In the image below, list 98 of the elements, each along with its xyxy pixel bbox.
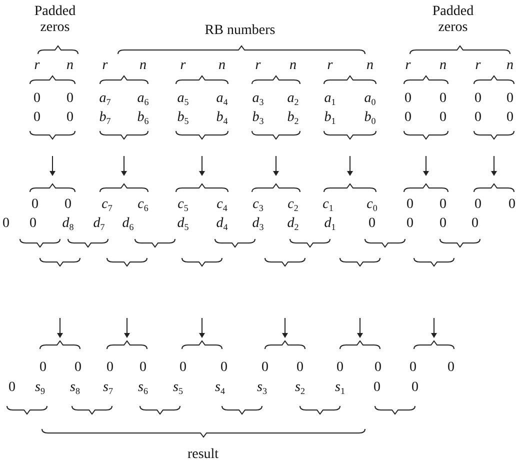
symbol-label: 0: [296, 360, 304, 376]
symbol-label: 0: [440, 110, 446, 126]
symbol-label: 0: [66, 91, 74, 107]
symbol-label: 0: [474, 91, 482, 107]
symbol-label: c$_{4}$: [216, 197, 228, 213]
symbol-label: b$_{3}$: [252, 110, 264, 126]
symbol-label: c$_{2}$: [288, 197, 298, 213]
symbol-label: r: [34, 58, 40, 74]
symbol-label: d$_{8}$: [62, 216, 74, 232]
group-caption: Padded zeros: [431, 4, 475, 36]
symbol-label: b$_{1}$: [324, 110, 336, 126]
symbol-label: 0: [140, 360, 146, 376]
symbol-label: 0: [336, 360, 344, 376]
symbol-label: 0: [74, 360, 82, 376]
symbol-label: 0: [180, 360, 186, 376]
symbol-label: a$_{5}$: [177, 91, 189, 107]
symbol-label: c$_{5}$: [178, 197, 188, 213]
symbol-label: a$_{4}$: [216, 91, 228, 107]
symbol-label: 0: [66, 110, 74, 126]
symbol-label: 0: [404, 91, 412, 107]
symbol-label: 0: [220, 360, 228, 376]
symbol-label: 0: [474, 197, 482, 213]
symbol-label: 0: [64, 197, 72, 213]
symbol-label: 0: [374, 380, 380, 396]
symbol-label: 0: [40, 360, 46, 376]
symbol-label: 0: [34, 110, 40, 126]
group-caption: Padded zeros: [33, 4, 77, 36]
symbol-label: r: [255, 58, 261, 74]
symbol-label: c$_{3}$: [252, 197, 264, 213]
symbol-label: 0: [410, 360, 416, 376]
symbol-label: r: [102, 58, 108, 74]
group-caption: RB numbers: [204, 23, 276, 39]
symbol-label: a$_{0}$: [364, 91, 376, 107]
symbol-label: 0: [406, 197, 414, 213]
symbol-label: 0: [404, 110, 412, 126]
symbol-label: d$_{1}$: [324, 216, 336, 232]
symbol-label: a$_{6}$: [137, 91, 149, 107]
symbol-label: b$_{6}$: [137, 110, 149, 126]
symbol-label: b$_{2}$: [287, 110, 299, 126]
symbol-label: 0: [30, 216, 36, 232]
symbol-label: 0: [440, 197, 446, 213]
symbol-label: s$_{1}$: [335, 380, 345, 396]
symbol-label: 0: [440, 91, 446, 107]
symbol-label: s$_{6}$: [138, 380, 148, 396]
group-caption: result: [187, 447, 219, 463]
symbol-label: d$_{4}$: [216, 216, 228, 232]
symbol-label: s$_{2}$: [295, 380, 305, 396]
symbol-label: n: [440, 58, 446, 74]
symbol-label: 0: [406, 216, 414, 232]
symbol-label: n: [218, 58, 226, 74]
symbol-label: c$_{7}$: [102, 197, 112, 213]
symbol-label: 0: [448, 360, 454, 376]
symbol-label: 0: [472, 216, 478, 232]
symbol-label: b$_{5}$: [177, 110, 189, 126]
symbol-label: c$_{1}$: [322, 197, 334, 213]
symbol-label: a$_{3}$: [252, 91, 264, 107]
symbol-label: 0: [8, 380, 16, 396]
symbol-label: b$_{7}$: [99, 110, 111, 126]
symbol-label: s$_{3}$: [257, 380, 267, 396]
symbol-label: a$_{2}$: [287, 91, 299, 107]
symbol-label: 0: [412, 380, 418, 396]
symbol-label: 0: [506, 110, 514, 126]
symbol-label: n: [290, 58, 296, 74]
symbol-label: 0: [508, 197, 516, 213]
symbol-label: d$_{6}$: [122, 216, 134, 232]
symbol-label: d$_{2}$: [287, 216, 299, 232]
symbol-label: a$_{1}$: [324, 91, 336, 107]
symbol-label: 0: [474, 110, 482, 126]
symbol-label: s$_{5}$: [173, 380, 183, 396]
symbol-label: r: [180, 58, 186, 74]
symbol-label: b$_{0}$: [364, 110, 376, 126]
symbol-label: 0: [34, 91, 40, 107]
symbol-label: s$_{7}$: [103, 380, 113, 396]
symbol-label: a$_{7}$: [99, 91, 111, 107]
symbol-label: r: [475, 58, 481, 74]
symbol-label: 0: [368, 216, 376, 232]
symbol-label: 0: [106, 360, 114, 376]
symbol-label: r: [405, 58, 411, 74]
symbol-label: c$_{6}$: [138, 197, 148, 213]
symbol-label: d$_{5}$: [177, 216, 189, 232]
symbol-label: 0: [2, 216, 10, 232]
symbol-label: 0: [32, 197, 38, 213]
symbol-label: n: [366, 58, 374, 74]
symbol-label: n: [66, 58, 74, 74]
symbol-label: 0: [374, 360, 382, 376]
symbol-label: b$_{4}$: [216, 110, 228, 126]
symbol-label: c$_{0}$: [366, 197, 378, 213]
symbol-label: d$_{7}$: [93, 216, 105, 232]
symbol-label: r: [327, 58, 333, 74]
symbol-label: 0: [262, 360, 268, 376]
symbol-label: s$_{4}$: [215, 380, 225, 396]
symbol-label: 0: [506, 91, 514, 107]
symbol-label: s$_{9}$: [35, 380, 45, 396]
symbol-label: d$_{3}$: [252, 216, 264, 232]
symbol-label: n: [140, 58, 146, 74]
symbol-label: s$_{8}$: [70, 380, 80, 396]
symbol-label: n: [506, 58, 514, 74]
symbol-label: 0: [440, 216, 446, 232]
